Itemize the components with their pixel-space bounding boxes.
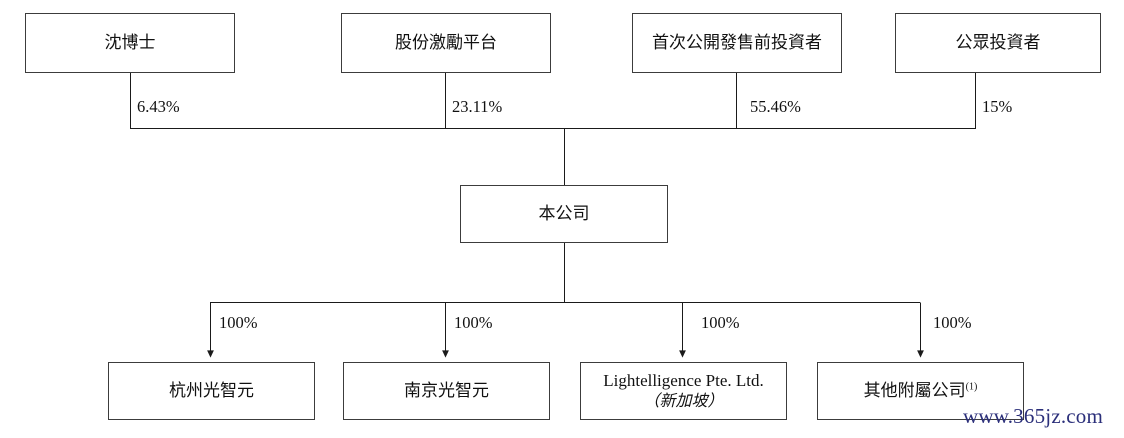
node-dr-shen[interactable]: 沈博士 [25, 13, 235, 73]
percent-label-lightelligence-pte-ltd: 100% [701, 313, 740, 332]
node-other-subsidiaries-footnote-marker: (1) [965, 380, 978, 392]
node-share-incentive-platform[interactable]: 股份激勵平台 [341, 13, 551, 73]
percent-label-nanjing-guangzhiyuan: 100% [454, 313, 493, 332]
node-public-investors[interactable]: 公眾投資者 [895, 13, 1101, 73]
percent-label-other-subsidiaries: 100% [933, 313, 972, 332]
percent-label-pre-ipo-investors: 55.46% [750, 97, 801, 116]
node-other-subsidiaries[interactable]: 其他附屬公司(1) [817, 362, 1024, 420]
node-share-incentive-platform-label: 股份激勵平台 [395, 32, 497, 52]
node-dr-shen-label: 沈博士 [104, 32, 156, 52]
node-lightelligence-pte-ltd[interactable]: Lightelligence Pte. Ltd. （新加坡） [580, 362, 787, 420]
node-other-subsidiaries-label: 其他附屬公司 [863, 380, 966, 400]
node-pre-ipo-investors-label: 首次公開發售前投資者 [652, 32, 822, 52]
node-lightelligence-pte-ltd-label: Lightelligence Pte. Ltd. [603, 370, 764, 390]
node-public-investors-label: 公眾投資者 [955, 32, 1041, 52]
watermark: www.365jz.com [963, 404, 1104, 428]
percent-label-dr-shen: 6.43% [137, 97, 180, 116]
node-our-company[interactable]: 本公司 [460, 185, 668, 243]
percent-label-public-investors: 15% [982, 97, 1013, 116]
node-pre-ipo-investors[interactable]: 首次公開發售前投資者 [632, 13, 842, 73]
percent-label-share-incentive-platform: 23.11% [452, 97, 503, 116]
node-our-company-label: 本公司 [538, 203, 590, 223]
node-nanjing-guangzhiyuan-label: 南京光智元 [404, 380, 489, 400]
percent-label-hangzhou-guangzhiyuan: 100% [219, 313, 258, 332]
node-nanjing-guangzhiyuan[interactable]: 南京光智元 [343, 362, 550, 420]
node-lightelligence-pte-ltd-sublabel: （新加坡） [643, 392, 724, 410]
node-hangzhou-guangzhiyuan-label: 杭州光智元 [169, 380, 254, 400]
node-hangzhou-guangzhiyuan[interactable]: 杭州光智元 [108, 362, 315, 420]
